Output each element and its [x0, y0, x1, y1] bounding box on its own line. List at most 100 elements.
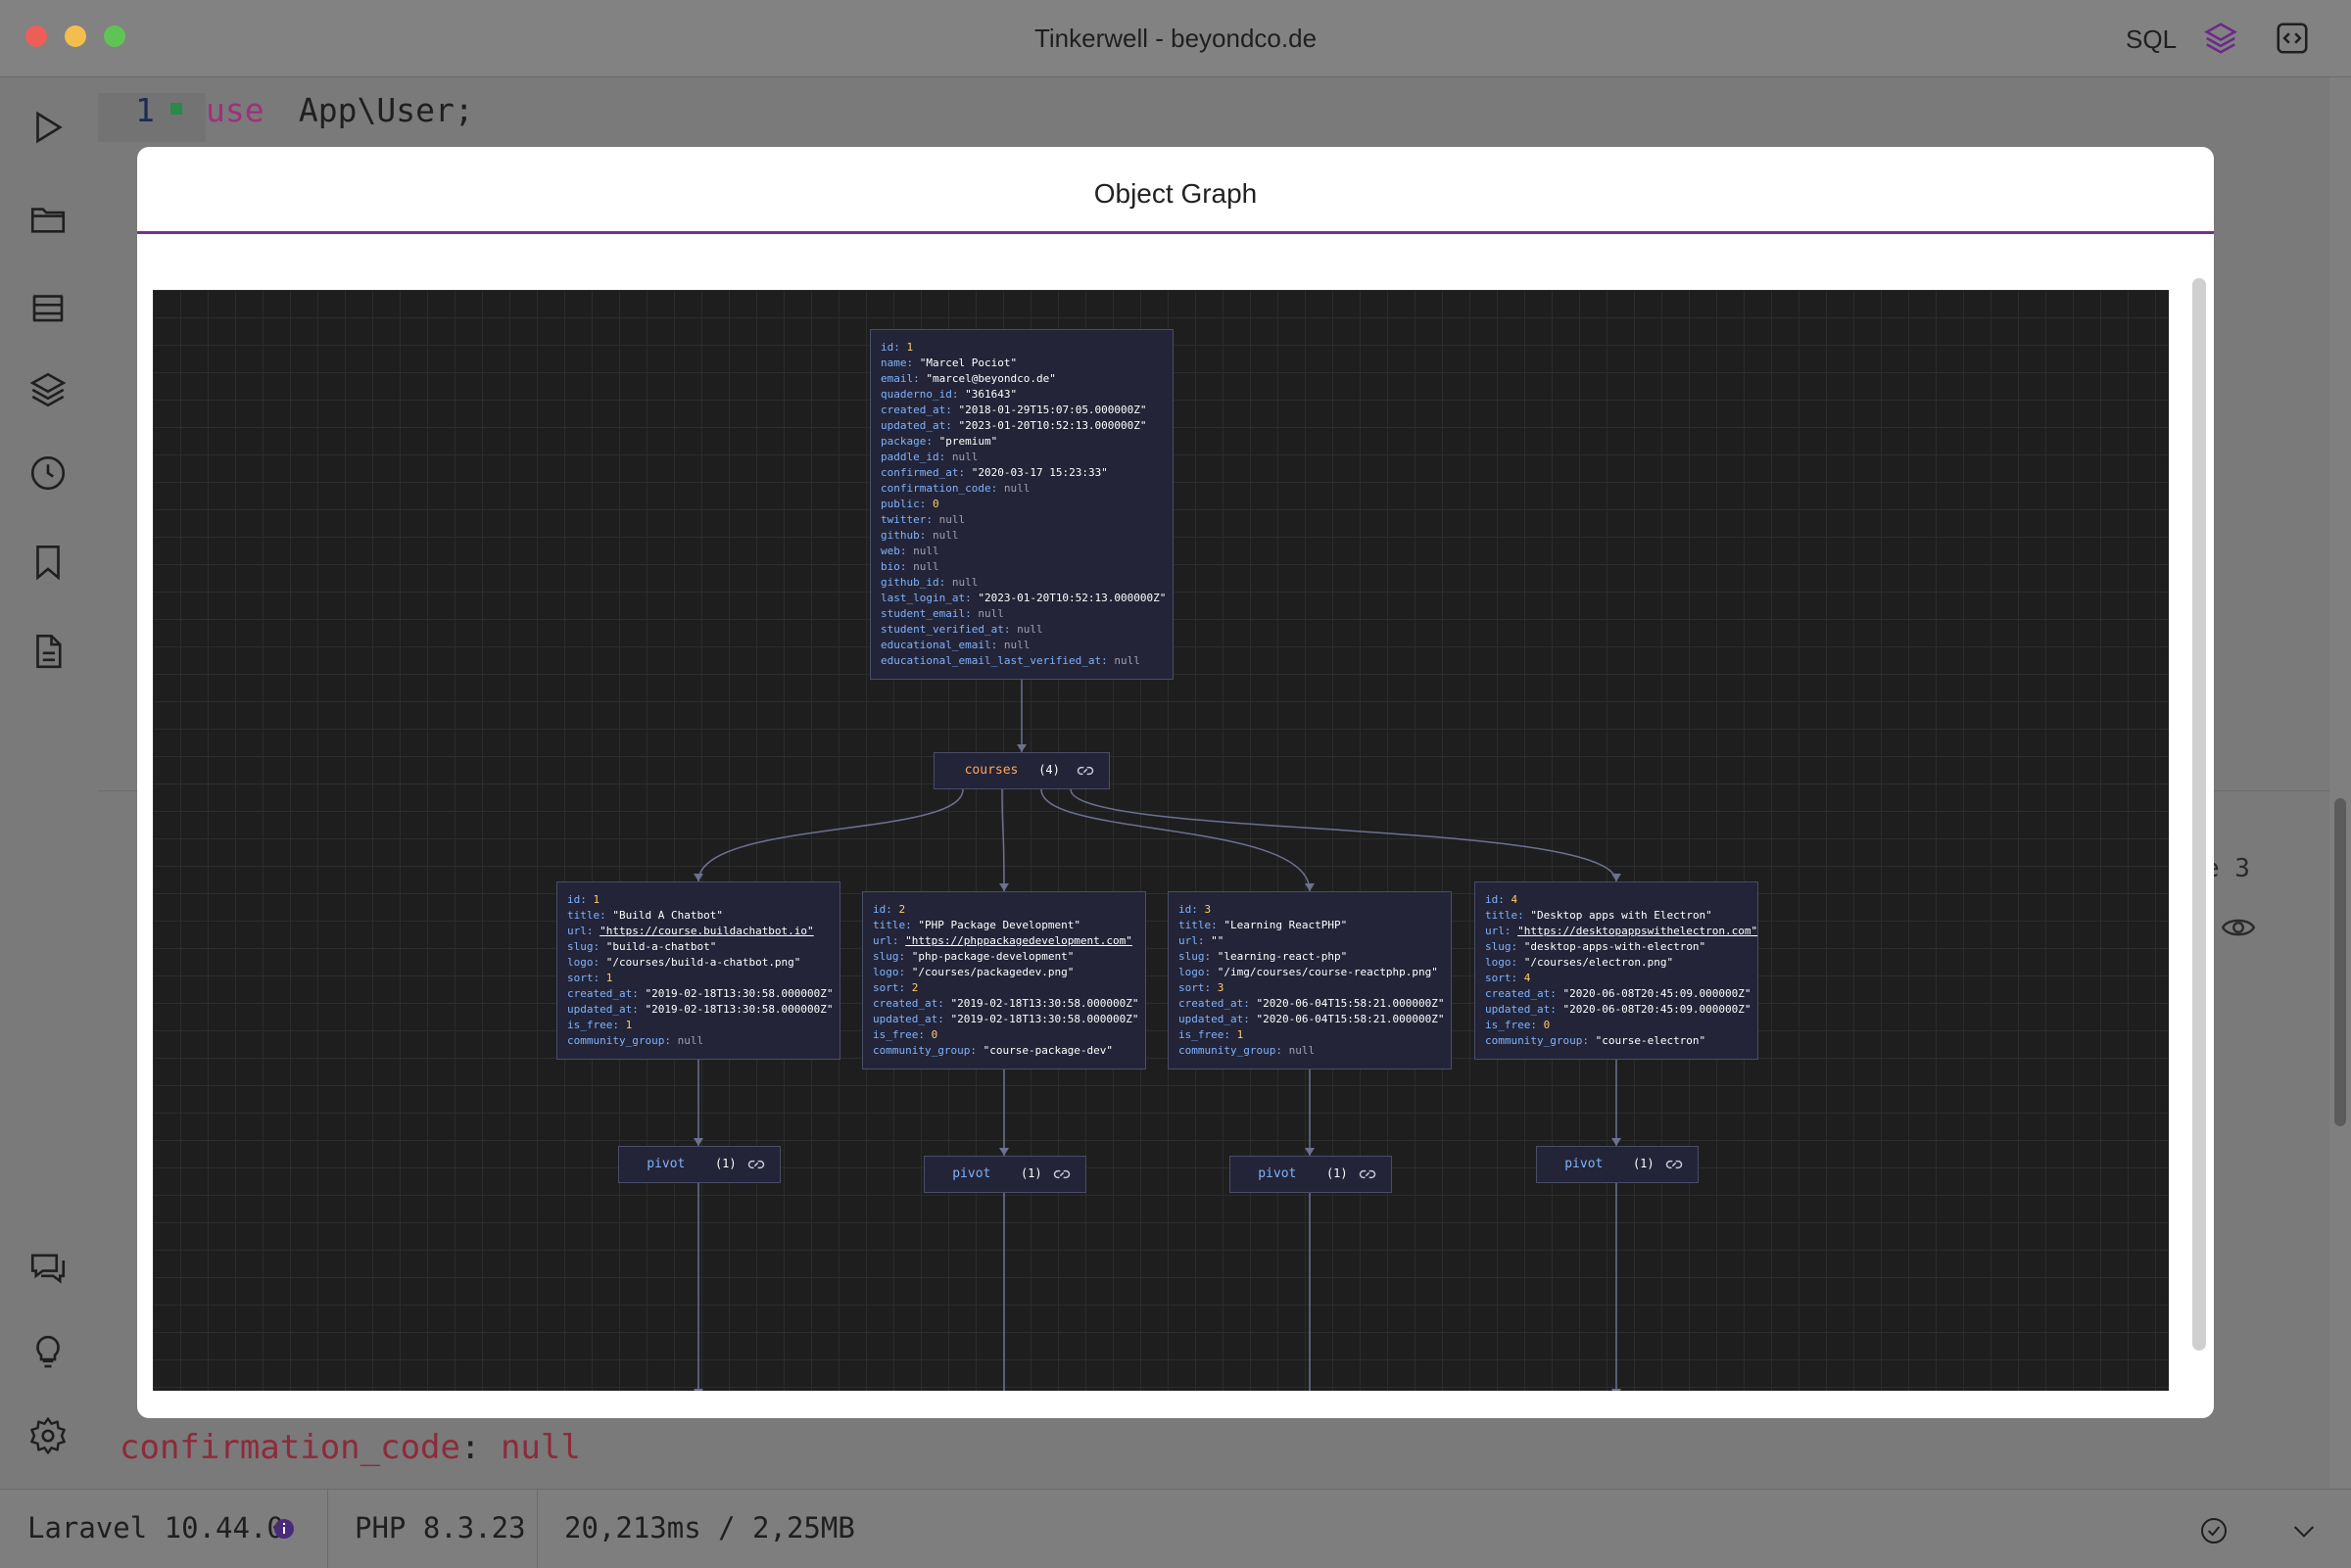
code-brackets-icon[interactable]	[2274, 20, 2311, 57]
info-icon[interactable]	[272, 1517, 296, 1541]
link-icon[interactable]	[1664, 1155, 1684, 1174]
minimize-window-button[interactable]	[65, 25, 86, 47]
property-key: is_free	[1485, 1019, 1531, 1031]
chat-icon[interactable]	[27, 1247, 69, 1288]
maximize-window-button[interactable]	[104, 25, 125, 47]
check-circle-icon[interactable]	[2198, 1515, 2230, 1546]
pivot-relation[interactable]: pivot(1)	[924, 1156, 1086, 1193]
property-key: id	[873, 903, 887, 916]
link-icon[interactable]	[1052, 1164, 1072, 1184]
property-value: "2020-06-08T20:45:09.000000Z"	[1562, 987, 1751, 1000]
relation-count: (1)	[714, 1157, 737, 1170]
sql-button[interactable]: SQL	[2126, 24, 2178, 54]
pivot-relation[interactable]: pivot(1)	[618, 1146, 781, 1183]
property-value: null	[913, 560, 939, 573]
property-key: name	[881, 356, 907, 369]
layers-icon[interactable]	[2202, 20, 2239, 57]
property-row: public: 0	[881, 498, 939, 510]
property-key: url	[873, 934, 892, 947]
property-value: "Desktop apps with Electron"	[1530, 909, 1712, 922]
property-row: is_free: 0	[1485, 1019, 1551, 1031]
property-value: 2	[898, 903, 906, 916]
property-row: url: "https://course.buildachatbot.io"	[567, 925, 814, 937]
property-key: slug	[1178, 950, 1205, 963]
modal-scrollbar[interactable]	[2192, 278, 2206, 1351]
property-row: id: 1	[567, 893, 600, 906]
lightbulb-icon[interactable]	[27, 1332, 69, 1373]
property-value: "/courses/build-a-chatbot.png"	[605, 956, 801, 969]
property-value: "https://phppackagedevelopment.com"	[905, 934, 1132, 947]
property-key: sort	[567, 972, 594, 984]
property-row: created_at: "2018-01-29T15:07:05.000000Z…	[881, 404, 1147, 416]
performance-stats: 20,213ms / 2,25MB	[564, 1511, 855, 1544]
property-value: "course-electron"	[1595, 1034, 1706, 1047]
output-key: confirmation_code	[120, 1428, 460, 1467]
property-value: "Learning ReactPHP"	[1223, 919, 1348, 931]
eye-icon[interactable]	[2220, 909, 2257, 946]
layers-icon[interactable]	[27, 369, 69, 410]
gear-icon[interactable]	[27, 1415, 69, 1456]
property-row: created_at: "2020-06-08T20:45:09.000000Z…	[1485, 987, 1751, 1000]
property-value: null	[951, 451, 979, 463]
property-row: slug: "build-a-chatbot"	[567, 940, 717, 953]
property-row: email: "marcel@beyondco.de"	[881, 372, 1056, 385]
link-icon[interactable]	[1358, 1164, 1377, 1184]
property-key: educational_email_last_verified_at	[881, 654, 1102, 667]
bookmark-icon[interactable]	[27, 542, 69, 583]
property-value: "marcel@beyondco.de"	[926, 372, 1056, 385]
property-key: is_free	[873, 1028, 919, 1041]
property-key: quaderno_id	[881, 388, 952, 401]
title-bar: Tinkerwell - beyondco.de SQL	[0, 0, 2351, 77]
property-key: logo	[567, 956, 594, 969]
modal-title: Object Graph	[1093, 178, 1258, 209]
property-row: quaderno_id: "361643"	[881, 388, 1018, 401]
property-key: confirmation_code	[881, 482, 991, 495]
property-value: 1	[625, 1019, 633, 1031]
property-key: created_at	[873, 997, 938, 1010]
property-key: public	[881, 498, 920, 510]
property-row: is_free: 0	[873, 1028, 938, 1041]
courses-relation[interactable]: courses(4)	[934, 752, 1110, 789]
link-icon[interactable]	[746, 1155, 766, 1174]
property-row: is_free: 1	[1178, 1028, 1244, 1041]
pivot-relation[interactable]: pivot(1)	[1536, 1146, 1699, 1183]
property-row: id: 1	[881, 341, 914, 354]
property-value: "/courses/electron.png"	[1523, 956, 1674, 969]
close-window-button[interactable]	[25, 25, 47, 47]
graph-edge	[1040, 788, 1311, 892]
property-row: created_at: "2019-02-18T13:30:58.000000Z…	[873, 997, 1139, 1010]
document-icon[interactable]	[27, 631, 69, 672]
property-key: github_id	[881, 576, 939, 589]
property-key: slug	[1485, 940, 1511, 953]
property-value: "2020-06-04T15:58:21.000000Z"	[1256, 997, 1445, 1010]
pivot-relation[interactable]: pivot(1)	[1229, 1156, 1392, 1193]
property-value: "2019-02-18T13:30:58.000000Z"	[645, 987, 834, 1000]
clock-icon[interactable]	[27, 452, 69, 494]
editor-scrollbar-thumb[interactable]	[2334, 798, 2346, 1126]
editor-scrollbar[interactable]	[2329, 77, 2351, 1488]
property-row: logo: "/courses/electron.png"	[1485, 956, 1674, 969]
database-icon[interactable]	[27, 286, 69, 327]
folder-icon[interactable]	[27, 199, 69, 240]
property-value: "2020-06-04T15:58:21.000000Z"	[1256, 1013, 1445, 1025]
property-value: null	[1288, 1044, 1316, 1057]
property-key: email	[881, 372, 914, 385]
chevron-down-icon[interactable]	[2288, 1515, 2320, 1546]
play-icon[interactable]	[27, 107, 69, 148]
property-value: 1	[1236, 1028, 1244, 1041]
property-key: created_at	[881, 404, 946, 416]
property-row: title: "Learning ReactPHP"	[1178, 919, 1348, 931]
property-key: student_verified_at	[881, 623, 1004, 636]
property-value: 3	[1204, 903, 1212, 916]
property-value: "desktop-apps-with-electron"	[1523, 940, 1706, 953]
link-icon[interactable]	[1076, 761, 1095, 781]
relation-count: (1)	[1020, 1166, 1042, 1180]
property-row: slug: "desktop-apps-with-electron"	[1485, 940, 1706, 953]
edge-arrow	[1611, 874, 1621, 881]
